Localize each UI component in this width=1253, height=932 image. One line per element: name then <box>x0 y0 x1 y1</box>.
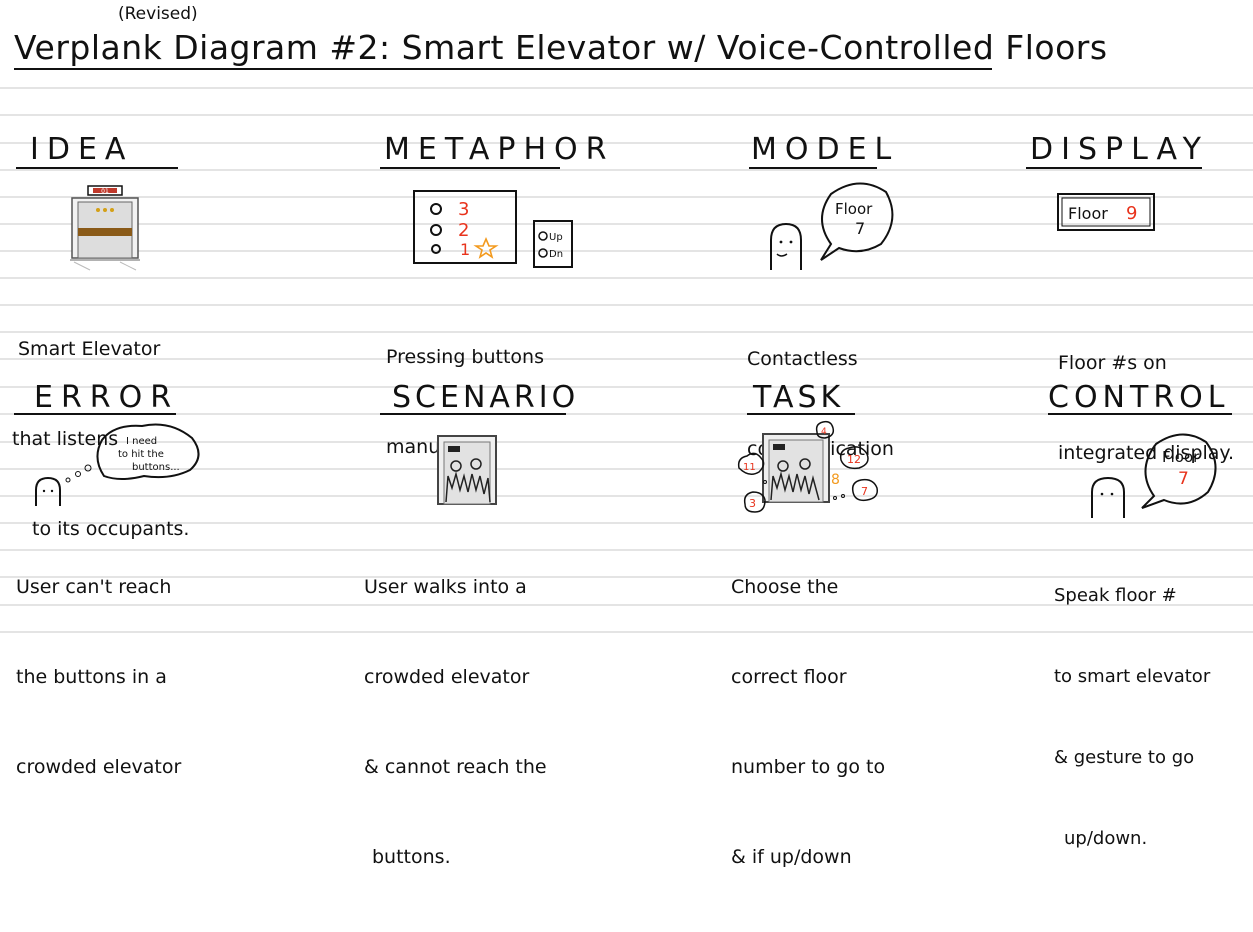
description-line: integrated display. <box>1058 442 1235 464</box>
thought-text: I need <box>126 436 157 447</box>
cell-description-display: Floor #s on integrated display. <box>1058 288 1234 528</box>
floor-number: 1 <box>460 240 470 259</box>
cell-description-task: Choose the correct floor number to go to… <box>731 512 885 932</box>
cell-underline-display <box>1026 167 1202 169</box>
cell-underline-idea <box>16 167 178 169</box>
person-icon <box>35 476 61 506</box>
cell-title-display: DISPLAY <box>1030 132 1210 167</box>
description-line: crowded elevator <box>364 666 530 688</box>
description-line: to smart elevator <box>1054 666 1211 687</box>
cell-title-control: CONTROL <box>1048 380 1230 415</box>
crowded-elevator-icon <box>437 435 497 505</box>
page-title: Verplank Diagram #2: Smart Elevator w/ V… <box>14 28 1108 67</box>
display-text: Floor <box>1068 204 1108 223</box>
floor-bubble-number: 11 <box>743 462 756 473</box>
description-line: Contactless <box>747 348 858 370</box>
cell-underline-task <box>747 413 855 415</box>
description-line: number to go to <box>731 756 886 778</box>
floor-bubble: 3 <box>743 491 766 513</box>
cell-error: ERROR I need to hit the buttons... User … <box>14 380 314 778</box>
error-sketch: I need to hit the buttons... <box>35 423 200 506</box>
person-icon <box>1091 476 1125 518</box>
description-line: Speak floor # <box>1054 585 1177 606</box>
description-line: buttons. <box>372 846 451 868</box>
cell-title-scenario: SCENARIO <box>392 380 580 415</box>
floor-bubble: 12 <box>839 446 869 470</box>
task-sketch: 11 4 12 8 7 3 <box>737 420 879 513</box>
person-icon <box>770 222 802 270</box>
cell-description-control: Speak floor # to smart elevator & gestur… <box>1054 528 1210 906</box>
elevator-icon: 01 <box>70 185 140 271</box>
description-line: crowded elevator <box>16 756 182 778</box>
cell-title-task: TASK <box>753 380 845 415</box>
description-line: Smart Elevator <box>18 338 161 360</box>
description-line: up/down. <box>1064 828 1148 849</box>
remote-icon: Up Dn <box>533 220 573 268</box>
speech-text: Floor <box>835 200 873 218</box>
cell-underline-error <box>14 413 176 415</box>
description-line: & gesture to go <box>1054 747 1195 768</box>
speech-text: Floor <box>1162 448 1200 466</box>
ruled-paper-lines <box>0 87 1253 633</box>
star-icon <box>473 236 499 259</box>
thought-text: to hit the <box>118 449 164 460</box>
floor-bubble: 4 <box>815 420 835 439</box>
description-line: Floor #s on <box>1058 352 1167 374</box>
cell-underline-metaphor <box>380 167 560 169</box>
cell-description-idea: Smart Elevator that listens to its occup… <box>12 274 190 604</box>
description-line: Pressing buttons <box>386 346 544 368</box>
floor-bubble-number: 12 <box>847 453 861 466</box>
speech-bubble-icon: Floor 7 <box>1141 433 1217 509</box>
cell-title-error: ERROR <box>34 380 180 415</box>
cell-underline-model <box>749 167 877 169</box>
model-sketch: Floor 7 <box>770 182 894 270</box>
floor-number: 3 <box>458 199 469 220</box>
cell-description-scenario: User walks into a crowded elevator & can… <box>364 512 547 932</box>
cell-scenario: SCENARIO User walks into a crowded eleva… <box>364 380 680 868</box>
cell-control: CONTROL Floor 7 Speak floor # to smart e… <box>1048 380 1253 849</box>
cell-underline-control <box>1048 413 1232 415</box>
remote-label: Dn <box>549 249 563 260</box>
title-underline <box>14 68 992 70</box>
cell-title-metaphor: METAPHOR <box>384 132 615 167</box>
cell-metaphor: METAPHOR 3 2 1 Up Dn Pressing buttons ma… <box>380 132 680 458</box>
cell-underline-scenario <box>380 413 566 415</box>
floor-bubble: 7 <box>851 478 879 502</box>
floor-bubble-number: 7 <box>861 485 868 498</box>
description-line: Choose the <box>731 576 839 598</box>
cell-title-idea: IDEA <box>30 132 134 167</box>
cell-title-model: MODEL <box>751 132 900 167</box>
cell-display: DISPLAY Floor 9 Floor #s on integrated d… <box>1026 132 1253 464</box>
remote-label: Up <box>549 232 563 243</box>
display-icon: Floor 9 <box>1057 193 1155 231</box>
thought-bubble-icon: I need to hit the buttons... <box>96 423 200 480</box>
revised-note: (Revised) <box>118 4 198 24</box>
description-line: User walks into a <box>364 576 527 598</box>
floor-number: 2 <box>458 220 469 241</box>
description-line: that listens <box>12 428 119 450</box>
speech-bubble-icon: Floor 7 <box>820 182 894 261</box>
display-number: 9 <box>1126 203 1137 224</box>
button-panel-icon: 3 2 1 Up Dn <box>413 190 573 268</box>
control-sketch: Floor 7 <box>1091 433 1217 518</box>
crowded-elevator-icon <box>762 433 830 503</box>
floor-bubble-number: 3 <box>749 497 756 510</box>
floor-highlight-number: 8 <box>831 472 840 488</box>
description-line: correct floor <box>731 666 847 688</box>
description-line: the buttons in a <box>16 666 167 688</box>
elevator-panel-number: 01 <box>101 188 109 195</box>
speech-number: 7 <box>1178 469 1189 489</box>
cell-idea: IDEA 01 Smart Elevator that listens to i… <box>12 132 314 540</box>
speech-number: 7 <box>855 219 865 238</box>
description-line: & if up/down <box>731 846 852 868</box>
floor-bubble: 11 <box>737 452 765 475</box>
cell-model: MODEL Floor 7 Contactless communication <box>745 132 1045 460</box>
floor-bubble-number: 4 <box>821 427 827 437</box>
thought-text: buttons... <box>132 462 180 473</box>
description-line: to its occupants. <box>32 518 190 540</box>
cell-task: TASK 11 4 12 8 7 3 <box>731 380 1045 868</box>
cell-description-error: User can't reach the buttons in a crowde… <box>16 512 181 842</box>
description-line: & cannot reach the <box>364 756 547 778</box>
description-line: User can't reach <box>16 576 172 598</box>
